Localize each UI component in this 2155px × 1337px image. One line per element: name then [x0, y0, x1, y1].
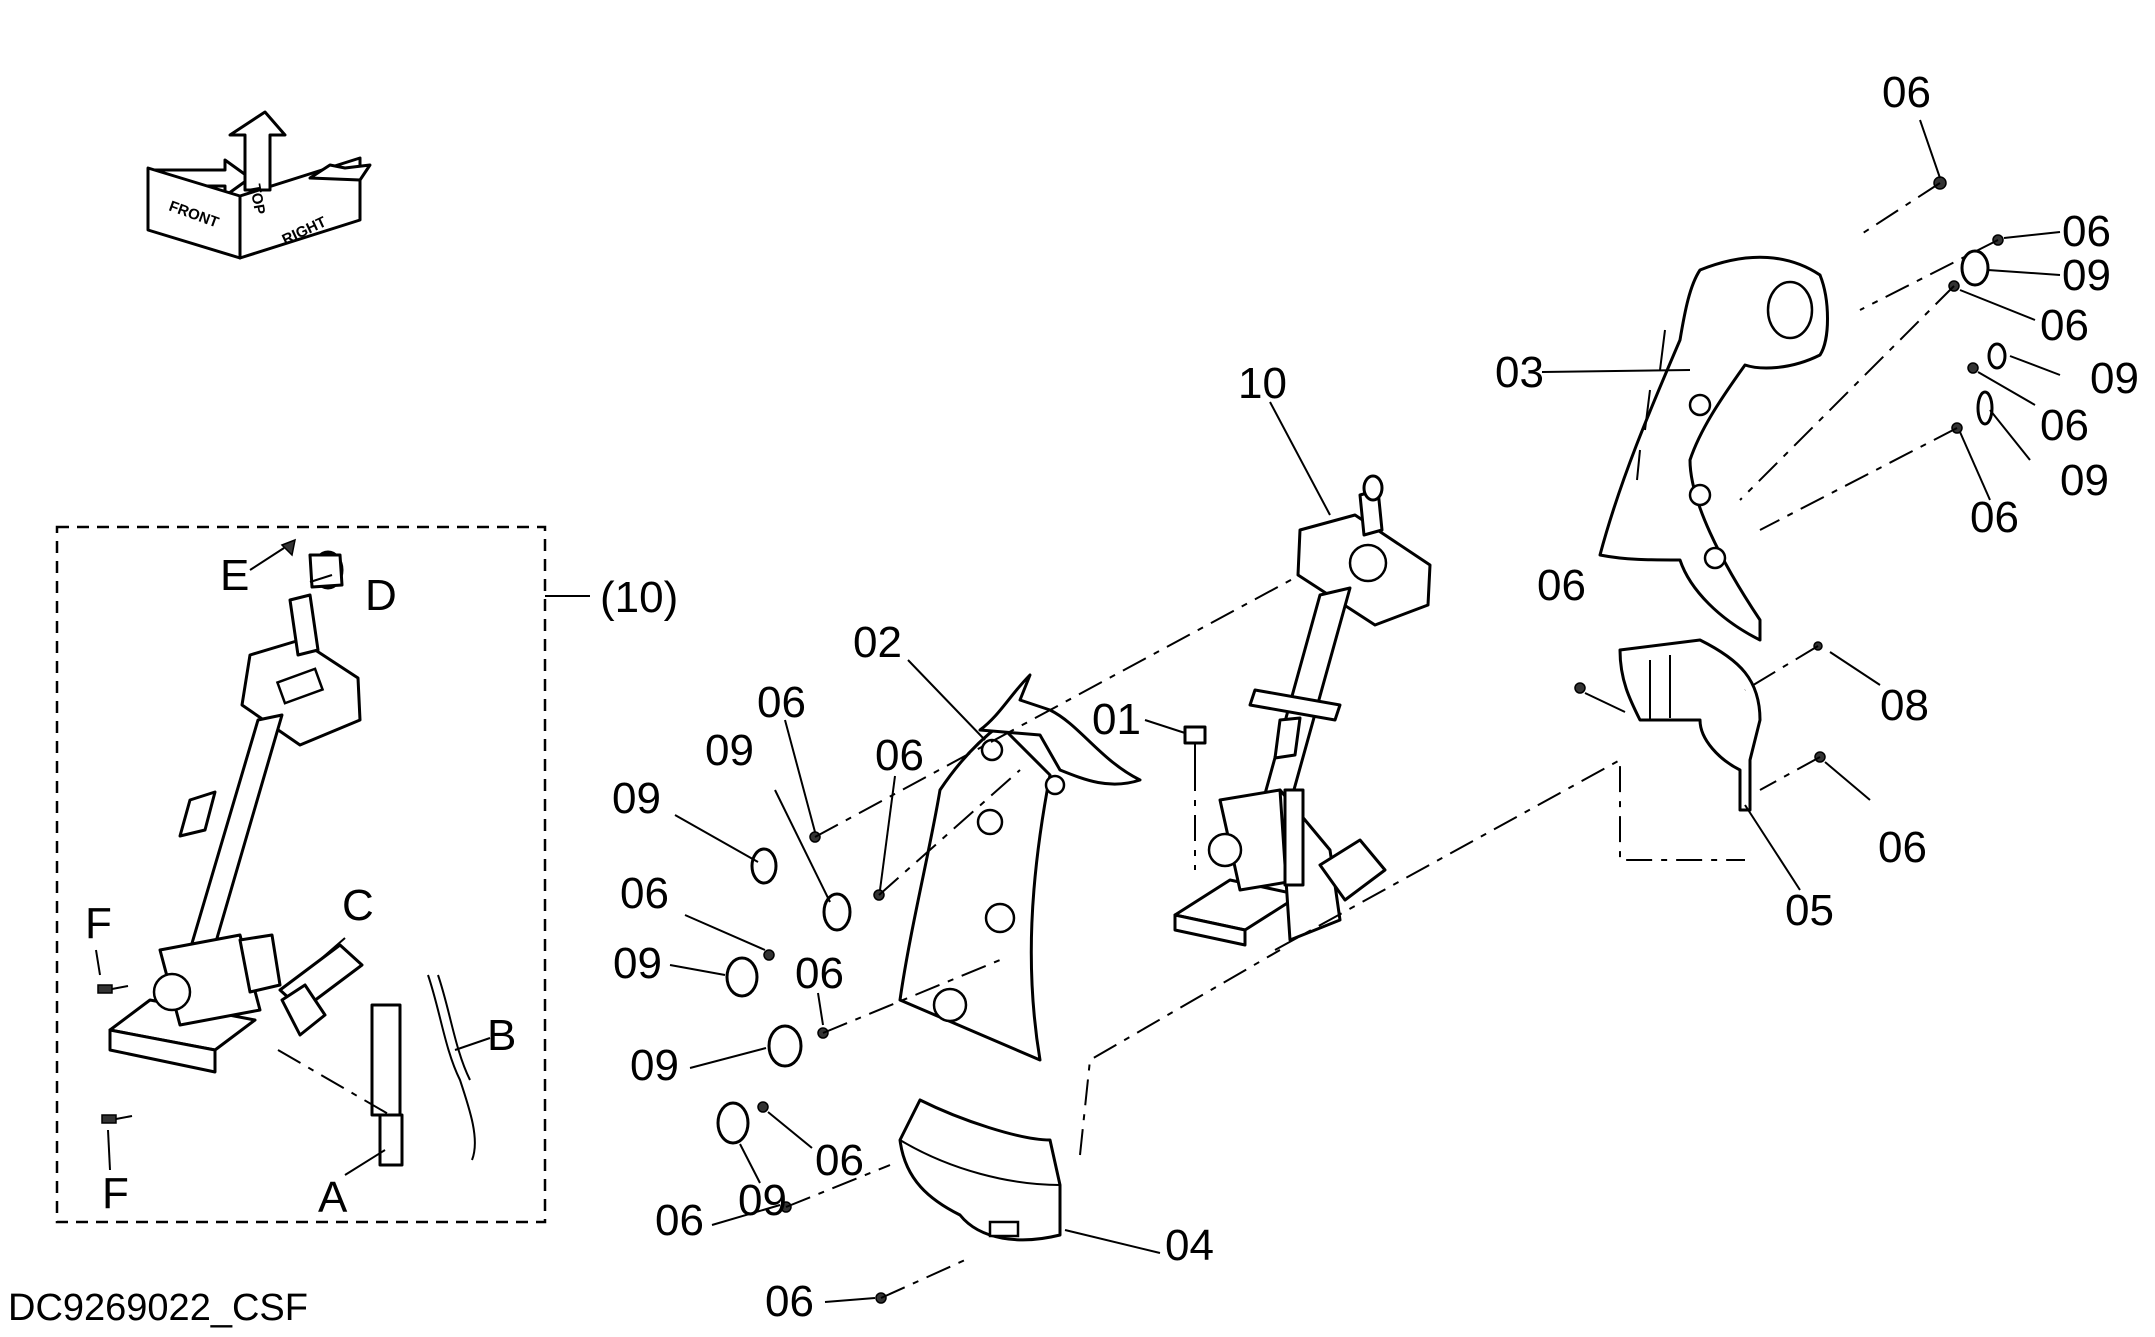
detail-label-d: D — [365, 571, 397, 620]
assembly-lines — [785, 182, 1999, 1299]
callout-09-a: 09 — [612, 774, 661, 823]
callout-09-e: 09 — [738, 1176, 787, 1225]
callout-leaders — [669, 119, 2061, 1303]
part-01-bolt — [1144, 719, 1207, 765]
callout-09-right-1: 09 — [2062, 251, 2111, 300]
orientation-top-label: TOP — [246, 183, 268, 216]
callout-09-right-2: 09 — [2090, 354, 2139, 403]
orientation-indicator: TOP FRONT RIGHT — [146, 110, 372, 260]
part-09-grommets — [716, 249, 2007, 1145]
callout-06-g: 06 — [765, 1277, 814, 1326]
callout-08: 08 — [1880, 681, 1929, 730]
part-10-column-assembly — [1173, 474, 1432, 947]
subassembly-ref-label: (10) — [600, 573, 678, 622]
callout-05: 05 — [1785, 886, 1834, 935]
detail-label-f-lower: F — [102, 1169, 129, 1218]
callout-03: 03 — [1495, 348, 1544, 397]
detail-label-f-upper: F — [85, 899, 112, 948]
part-04-lower-cover — [898, 1098, 1062, 1242]
drawing-code: DC9269022_CSF — [8, 1287, 308, 1329]
callout-06-right-3: 06 — [2040, 401, 2089, 450]
callout-06-c: 06 — [620, 869, 669, 918]
callout-06-f: 06 — [655, 1196, 704, 1245]
callout-06-mid: 06 — [1537, 561, 1586, 610]
part-02-front-cover — [898, 673, 1142, 1062]
callout-06-top: 06 — [1882, 68, 1931, 117]
callout-06-right-5: 06 — [1878, 823, 1927, 872]
callout-06-right-4: 06 — [1970, 493, 2019, 542]
callout-06-b: 06 — [875, 731, 924, 780]
callout-06-a: 06 — [757, 678, 806, 727]
callout-09-b: 09 — [705, 726, 754, 775]
callout-09-c: 09 — [613, 939, 662, 988]
callout-labels: 01 02 03 04 05 08 10 06 06 06 06 06 06 0… — [612, 68, 2139, 1326]
callout-01: 01 — [1092, 695, 1141, 744]
subassembly-10-detail: (10) — [55, 525, 678, 1224]
detail-label-b: B — [487, 1011, 516, 1060]
callout-06-right-1: 06 — [2062, 207, 2111, 256]
callout-09-d: 09 — [630, 1041, 679, 1090]
callout-06-e: 06 — [815, 1136, 864, 1185]
callout-10: 10 — [1238, 359, 1287, 408]
detail-label-a: A — [318, 1173, 348, 1222]
detail-label-c: C — [342, 881, 374, 930]
callout-06-right-2: 06 — [2040, 301, 2089, 350]
detail-label-e: E — [220, 551, 249, 600]
part-05-side-cover — [1618, 638, 1762, 812]
callout-09-right-3: 09 — [2060, 456, 2109, 505]
callout-04: 04 — [1165, 1221, 1214, 1270]
part-03-rear-cover — [1598, 255, 1829, 642]
callout-02: 02 — [853, 618, 902, 667]
callout-06-d: 06 — [795, 949, 844, 998]
